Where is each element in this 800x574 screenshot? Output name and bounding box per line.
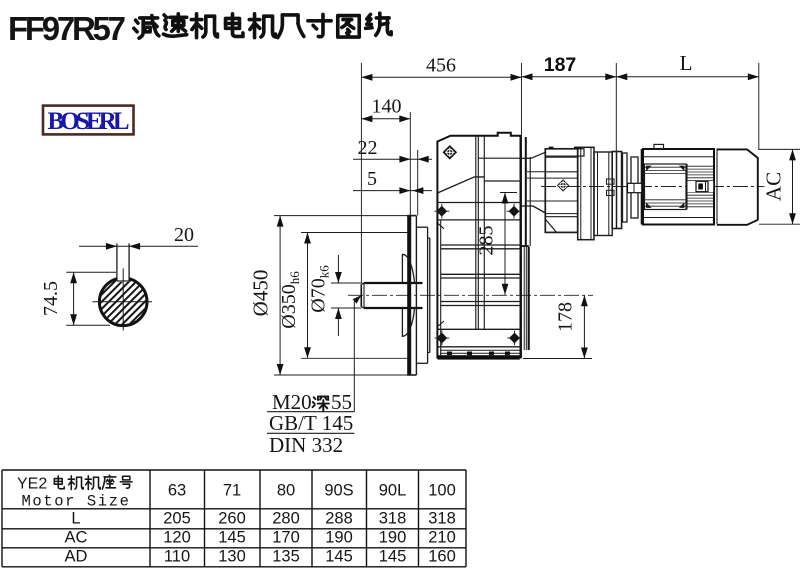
svg-text:DIN 332: DIN 332	[269, 433, 343, 457]
svg-text:AC: AC	[762, 172, 786, 201]
svg-text:63: 63	[168, 482, 186, 500]
svg-text:22: 22	[358, 137, 378, 159]
svg-text:288: 288	[325, 510, 353, 528]
svg-text:Motor Size: Motor Size	[21, 493, 130, 511]
svg-text:20: 20	[174, 224, 194, 246]
svg-text:145: 145	[325, 548, 353, 566]
svg-text:L: L	[71, 510, 80, 528]
svg-text:90S: 90S	[324, 482, 353, 500]
svg-text:145: 145	[218, 529, 246, 547]
svg-text:140: 140	[372, 96, 402, 118]
svg-text:FF97R57: FF97R57	[8, 10, 126, 47]
svg-text:190: 190	[325, 529, 353, 547]
svg-text:210: 210	[428, 529, 456, 547]
svg-text:55: 55	[331, 390, 352, 414]
svg-text:456: 456	[426, 55, 456, 77]
svg-text:260: 260	[218, 510, 246, 528]
svg-text:285: 285	[476, 226, 498, 256]
svg-text:205: 205	[163, 510, 191, 528]
svg-text:71: 71	[223, 482, 241, 500]
svg-text:160: 160	[428, 548, 456, 566]
svg-text:318: 318	[428, 510, 456, 528]
svg-text:L: L	[680, 51, 693, 75]
svg-text:M20: M20	[272, 390, 312, 414]
svg-text:5: 5	[367, 168, 377, 190]
svg-text:AC: AC	[65, 529, 88, 547]
svg-text:90L: 90L	[379, 482, 407, 500]
svg-text:190: 190	[379, 529, 407, 547]
svg-text:100: 100	[428, 482, 456, 500]
svg-text:135: 135	[272, 548, 300, 566]
svg-text:110: 110	[164, 548, 190, 566]
svg-text:187: 187	[544, 54, 577, 76]
svg-text:120: 120	[163, 529, 191, 547]
svg-text:AD: AD	[65, 548, 88, 566]
svg-text:178: 178	[555, 302, 577, 332]
svg-text:BOSERL: BOSERL	[48, 108, 130, 135]
svg-text:Ø450: Ø450	[249, 270, 273, 317]
svg-text:318: 318	[379, 510, 407, 528]
svg-text:280: 280	[272, 510, 300, 528]
svg-text:130: 130	[218, 548, 246, 566]
svg-text:170: 170	[272, 529, 300, 547]
svg-text:74.5: 74.5	[40, 281, 62, 316]
svg-text:80: 80	[277, 482, 295, 500]
svg-text:GB/T 145: GB/T 145	[269, 411, 353, 435]
svg-text:145: 145	[379, 548, 407, 566]
svg-text:YE2: YE2	[17, 476, 47, 493]
